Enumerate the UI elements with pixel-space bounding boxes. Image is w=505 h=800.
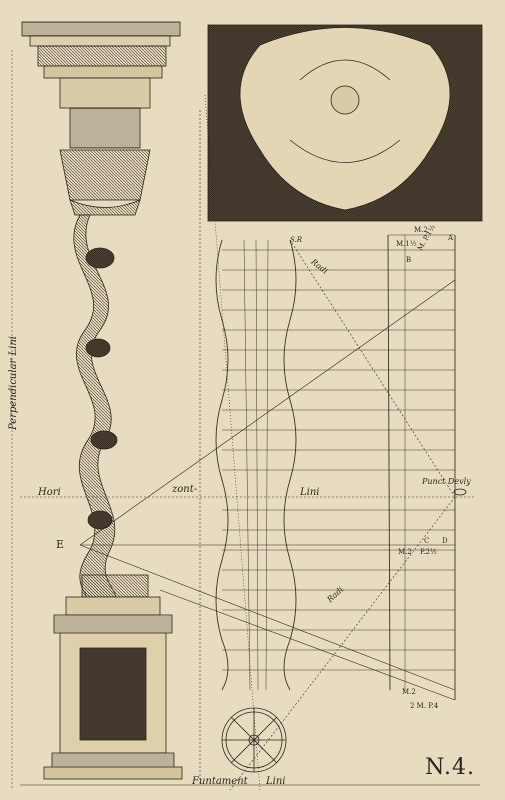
visual-rays bbox=[79, 94, 456, 791]
b-label: B bbox=[406, 256, 412, 264]
m15-label: M.1½ bbox=[396, 240, 417, 248]
m-p4-label: 2 M. P.4 bbox=[410, 702, 439, 710]
c-label: C bbox=[424, 537, 430, 545]
sr-label: S.R bbox=[290, 236, 303, 244]
d-label: D bbox=[442, 537, 448, 545]
p25-label: P.2½ bbox=[420, 548, 437, 556]
plate-number: N.4. bbox=[425, 755, 475, 780]
column-capital bbox=[59, 149, 151, 216]
horizon-label-start: Hori bbox=[38, 487, 61, 498]
twisted-column bbox=[73, 214, 118, 601]
horizon-label-mid: zont- bbox=[172, 484, 198, 495]
ground-label-end: Lini bbox=[266, 776, 286, 787]
pedestal bbox=[43, 574, 183, 780]
ruled-grid bbox=[215, 234, 456, 700]
horizon-label-end: Lini bbox=[300, 487, 320, 498]
m2-mid-label: M.2 bbox=[398, 548, 412, 556]
ground-label: Funtament bbox=[192, 776, 248, 787]
e-label: E bbox=[56, 538, 65, 551]
m2-bottom-label: M.2 bbox=[402, 688, 416, 696]
wheel bbox=[221, 707, 287, 773]
eye-icon bbox=[453, 488, 467, 496]
a-label: A bbox=[448, 234, 454, 242]
cartouche-panel bbox=[207, 24, 483, 222]
m2-top-label: M.2 bbox=[414, 226, 428, 234]
point-of-sight-label: Punct Devly bbox=[422, 477, 471, 486]
entablature bbox=[21, 21, 181, 149]
perpendicular-label: Perpendicular Lini bbox=[8, 336, 19, 430]
